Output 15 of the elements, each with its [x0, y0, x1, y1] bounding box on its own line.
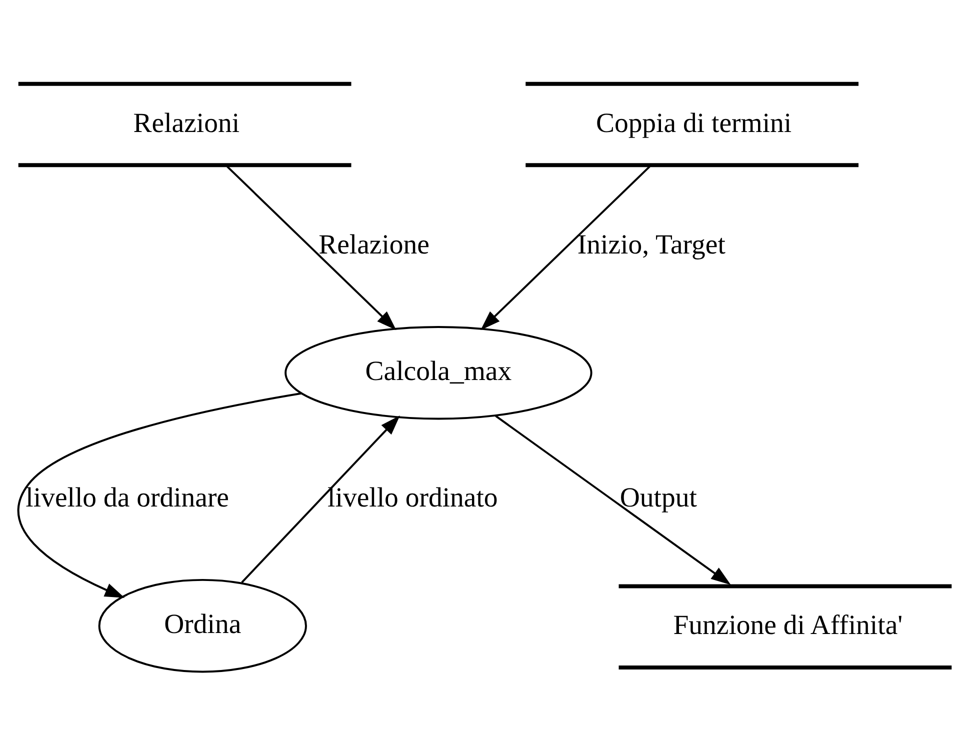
arrow	[241, 415, 400, 584]
arrow	[226, 166, 396, 330]
node-text: Relazioni	[133, 108, 240, 139]
node-text: Coppia di termini	[596, 108, 792, 139]
arrow	[480, 166, 650, 330]
node-ellipse: Ordina	[98, 578, 307, 673]
edge-label: Output	[620, 482, 697, 514]
edge-label: Relazione	[318, 230, 430, 261]
edge-label: livello da ordinare	[26, 482, 230, 514]
arrow	[495, 415, 731, 585]
node-ellipse: Calcola_max	[284, 326, 592, 420]
edge-label: livello ordinato	[328, 482, 498, 514]
node-text: Funzione di Affinita'	[673, 610, 903, 642]
edge-label: Inizio, Target	[577, 230, 726, 261]
arrow	[18, 392, 302, 598]
